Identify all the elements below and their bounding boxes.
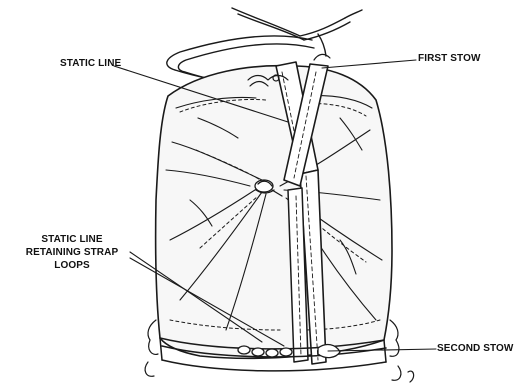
- label-static-line: STATIC LINE: [60, 57, 121, 70]
- label-retaining-line-1: STATIC LINE: [12, 233, 132, 246]
- suspension-lines-top: [232, 8, 362, 56]
- label-retaining-line-2: RETAINING STRAP: [12, 246, 132, 259]
- label-retaining-line-3: LOOPS: [12, 259, 132, 272]
- label-first-stow: FIRST STOW: [418, 52, 480, 65]
- deployment-bag-body: [156, 66, 392, 359]
- label-second-stow: SECOND STOW: [437, 342, 513, 355]
- label-static-line-retaining-strap-loops: STATIC LINE RETAINING STRAP LOOPS: [12, 233, 132, 272]
